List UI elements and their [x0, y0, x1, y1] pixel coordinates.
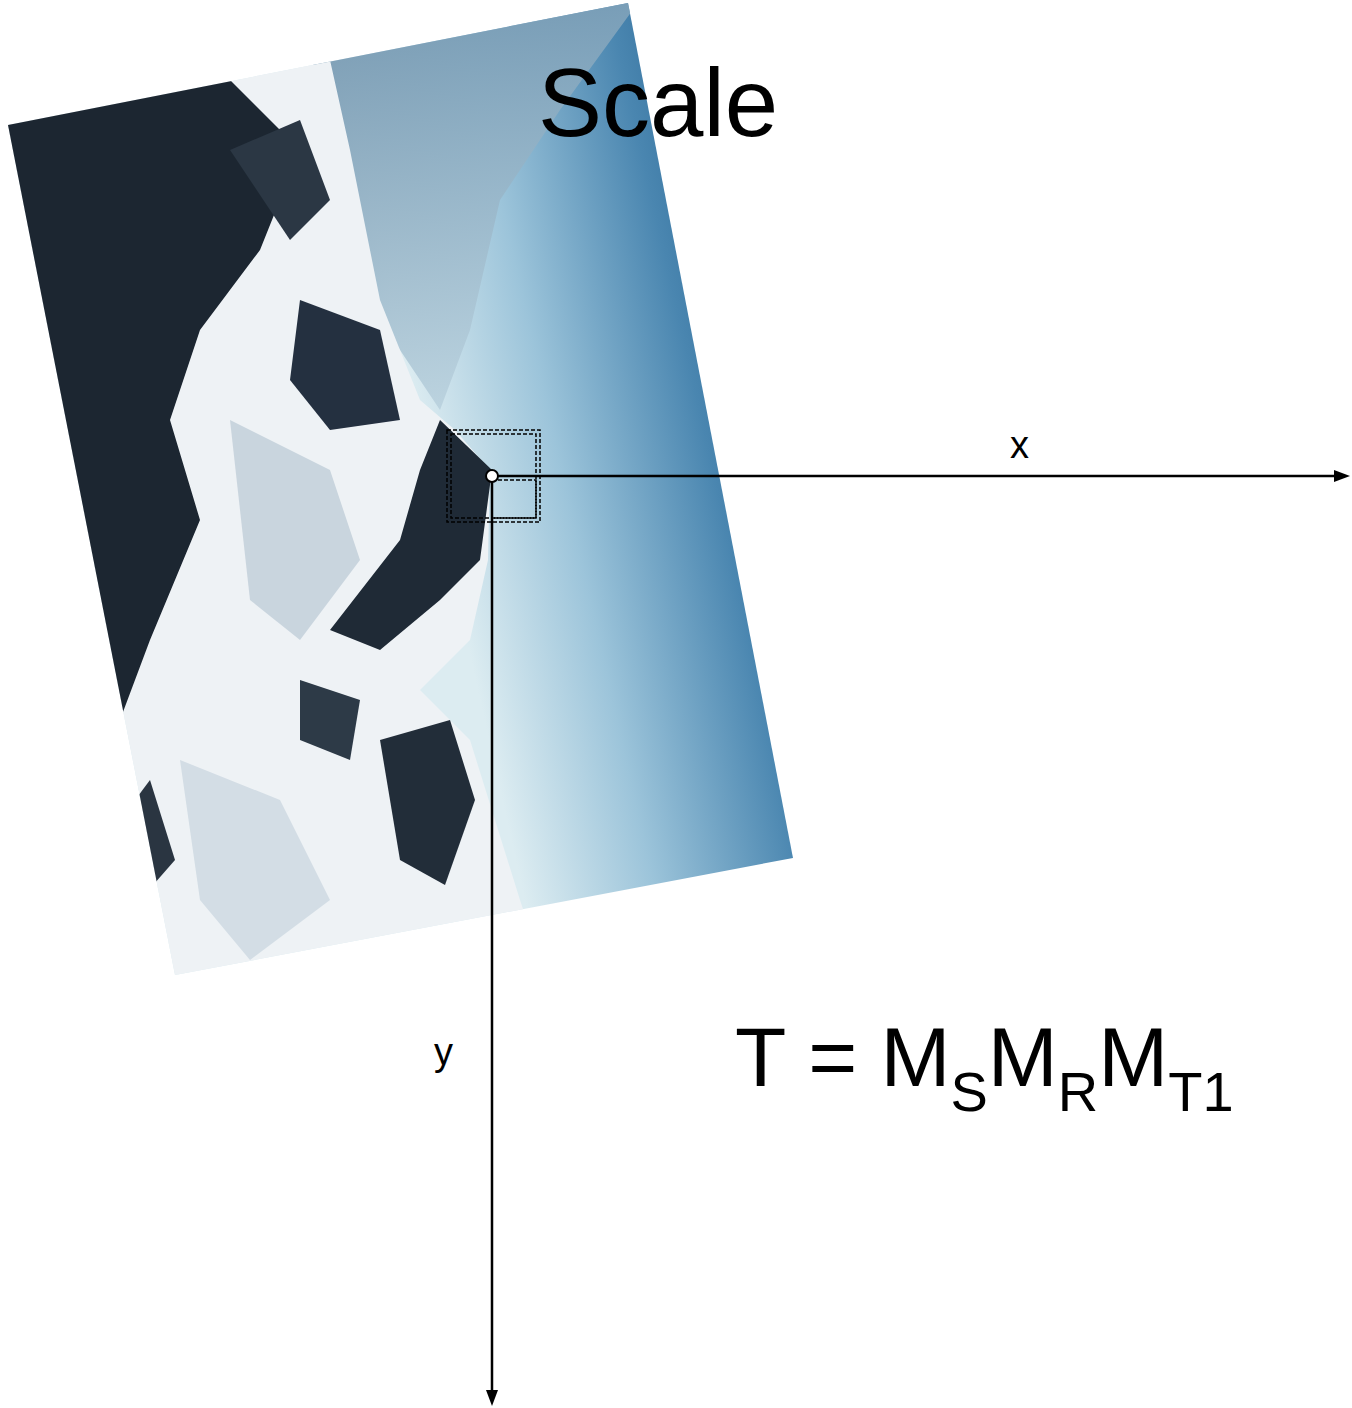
mountain-photo [0, 0, 800, 1000]
formula-term: M [988, 1015, 1058, 1099]
slide-title: Scale [538, 55, 778, 151]
formula-term: T = M [735, 1015, 951, 1099]
formula-term: M [1098, 1015, 1168, 1099]
transform-formula: T = MSMRMT1 [735, 1015, 1234, 1120]
axis-label: y [434, 1033, 453, 1071]
formula-subscript: T1 [1168, 1064, 1233, 1120]
formula-subscript: R [1058, 1064, 1098, 1120]
formula-subscript: S [951, 1064, 988, 1120]
coordinate-axes [486, 470, 1350, 1406]
axis-label: x [1010, 426, 1029, 464]
